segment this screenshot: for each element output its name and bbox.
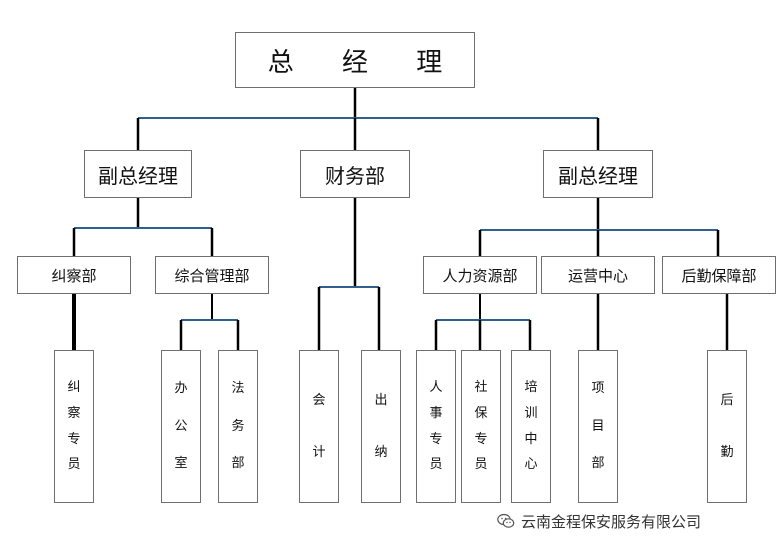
accountant-box: 会计 xyxy=(299,350,339,503)
general-manager-box: 总 经 理 xyxy=(235,32,475,88)
logistics-dept-box: 后勤保障部 xyxy=(662,256,776,294)
operations-center-label: 运营中心 xyxy=(567,266,628,285)
deputy-gm-right-box: 副总经理 xyxy=(543,150,653,198)
social-security-officer-label: 社保专员 xyxy=(474,380,488,473)
admin-dept-box: 综合管理部 xyxy=(155,256,269,294)
accountant-label: 会计 xyxy=(312,392,326,460)
inspection-dept-label: 纠察部 xyxy=(51,266,97,285)
legal-dept-label: 法务部 xyxy=(231,381,245,472)
watermark: 云南金程保安服务有限公司 xyxy=(497,508,701,534)
personnel-officer-box: 人事专员 xyxy=(416,350,456,503)
hr-dept-label: 人力资源部 xyxy=(442,266,518,285)
inspection-dept-box: 纠察部 xyxy=(17,256,131,294)
project-dept-label: 项目部 xyxy=(591,381,605,472)
watermark-text: 云南金程保安服务有限公司 xyxy=(521,512,702,531)
inspector-label: 纠察专员 xyxy=(67,380,81,473)
logistics-box: 后勤 xyxy=(707,350,747,503)
project-dept-box: 项目部 xyxy=(578,350,618,503)
cashier-box: 出纳 xyxy=(361,350,401,503)
social-security-officer-box: 社保专员 xyxy=(461,350,501,503)
finance-dept-label: 财务部 xyxy=(325,163,385,188)
legal-dept-box: 法务部 xyxy=(218,350,258,503)
logistics-dept-label: 后勤保障部 xyxy=(681,266,757,285)
deputy-gm-left-label: 副总经理 xyxy=(98,163,178,188)
cashier-label: 出纳 xyxy=(374,392,388,460)
operations-center-box: 运营中心 xyxy=(541,256,655,294)
deputy-gm-left-box: 副总经理 xyxy=(84,150,192,198)
office-label: 办公室 xyxy=(174,381,188,472)
training-center-label: 培训中心 xyxy=(524,380,538,473)
wechat-icon xyxy=(497,513,515,528)
office-box: 办公室 xyxy=(161,350,201,503)
logistics-label: 后勤 xyxy=(720,392,734,460)
personnel-officer-label: 人事专员 xyxy=(429,380,443,473)
inspector-box: 纠察专员 xyxy=(54,350,94,503)
training-center-box: 培训中心 xyxy=(511,350,551,503)
general-manager-label: 总 经 理 xyxy=(267,47,463,78)
hr-dept-box: 人力资源部 xyxy=(423,256,537,294)
finance-dept-box: 财务部 xyxy=(300,150,410,198)
deputy-gm-right-label: 副总经理 xyxy=(558,163,638,188)
admin-dept-label: 综合管理部 xyxy=(174,266,250,285)
